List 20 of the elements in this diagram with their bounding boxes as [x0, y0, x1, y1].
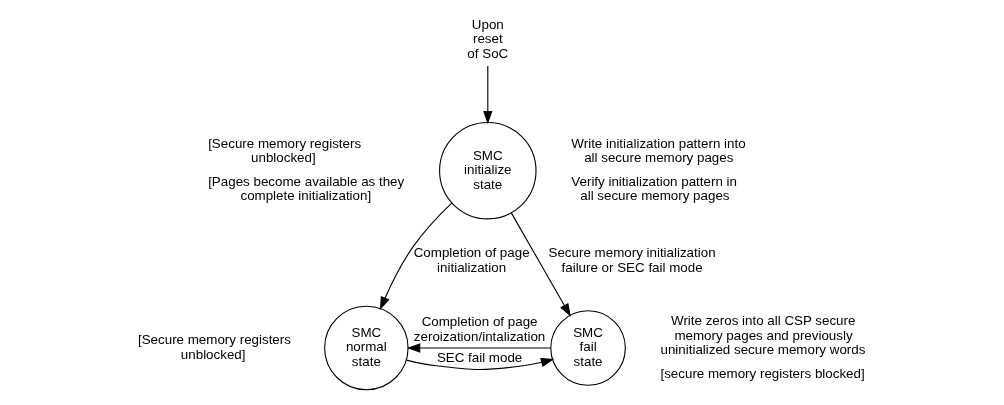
edge-label: Completion of page zeroization/intalization [413, 313, 546, 344]
node-label: [Secure memory registers unblocked] [208, 135, 362, 165]
edge-label: SEC fail mode [436, 349, 523, 365]
node-label: [Secure memory registers unblocked] [137, 331, 291, 362]
node-circle: SMC fail state [550, 309, 626, 386]
node-label: Write zeros into all CSP secure memory pages and previously uninitialized secure memory words [660, 312, 866, 357]
node-text: Upon reset of SoC [467, 16, 509, 61]
node-circle: SMC normal state [324, 305, 409, 390]
node-label: [secure memory registers blocked] [660, 365, 865, 381]
arrow [406, 357, 555, 370]
arrow [483, 64, 493, 124]
arrow [406, 342, 552, 353]
edge-label: Completion of page initialization [413, 244, 530, 275]
arrow [379, 202, 453, 310]
node-circle: SMC initialize state [439, 121, 537, 219]
edge-label: Secure memory initialization failure or SEC fail mode [548, 244, 716, 275]
node-label: Write initialization pattern into all secure memory pages [571, 135, 746, 165]
node-label: [Pages become available as they complete initialization] [208, 173, 405, 203]
node-label: Verify initialization pattern in all secure memory pages [571, 173, 737, 203]
arrow [510, 211, 571, 317]
